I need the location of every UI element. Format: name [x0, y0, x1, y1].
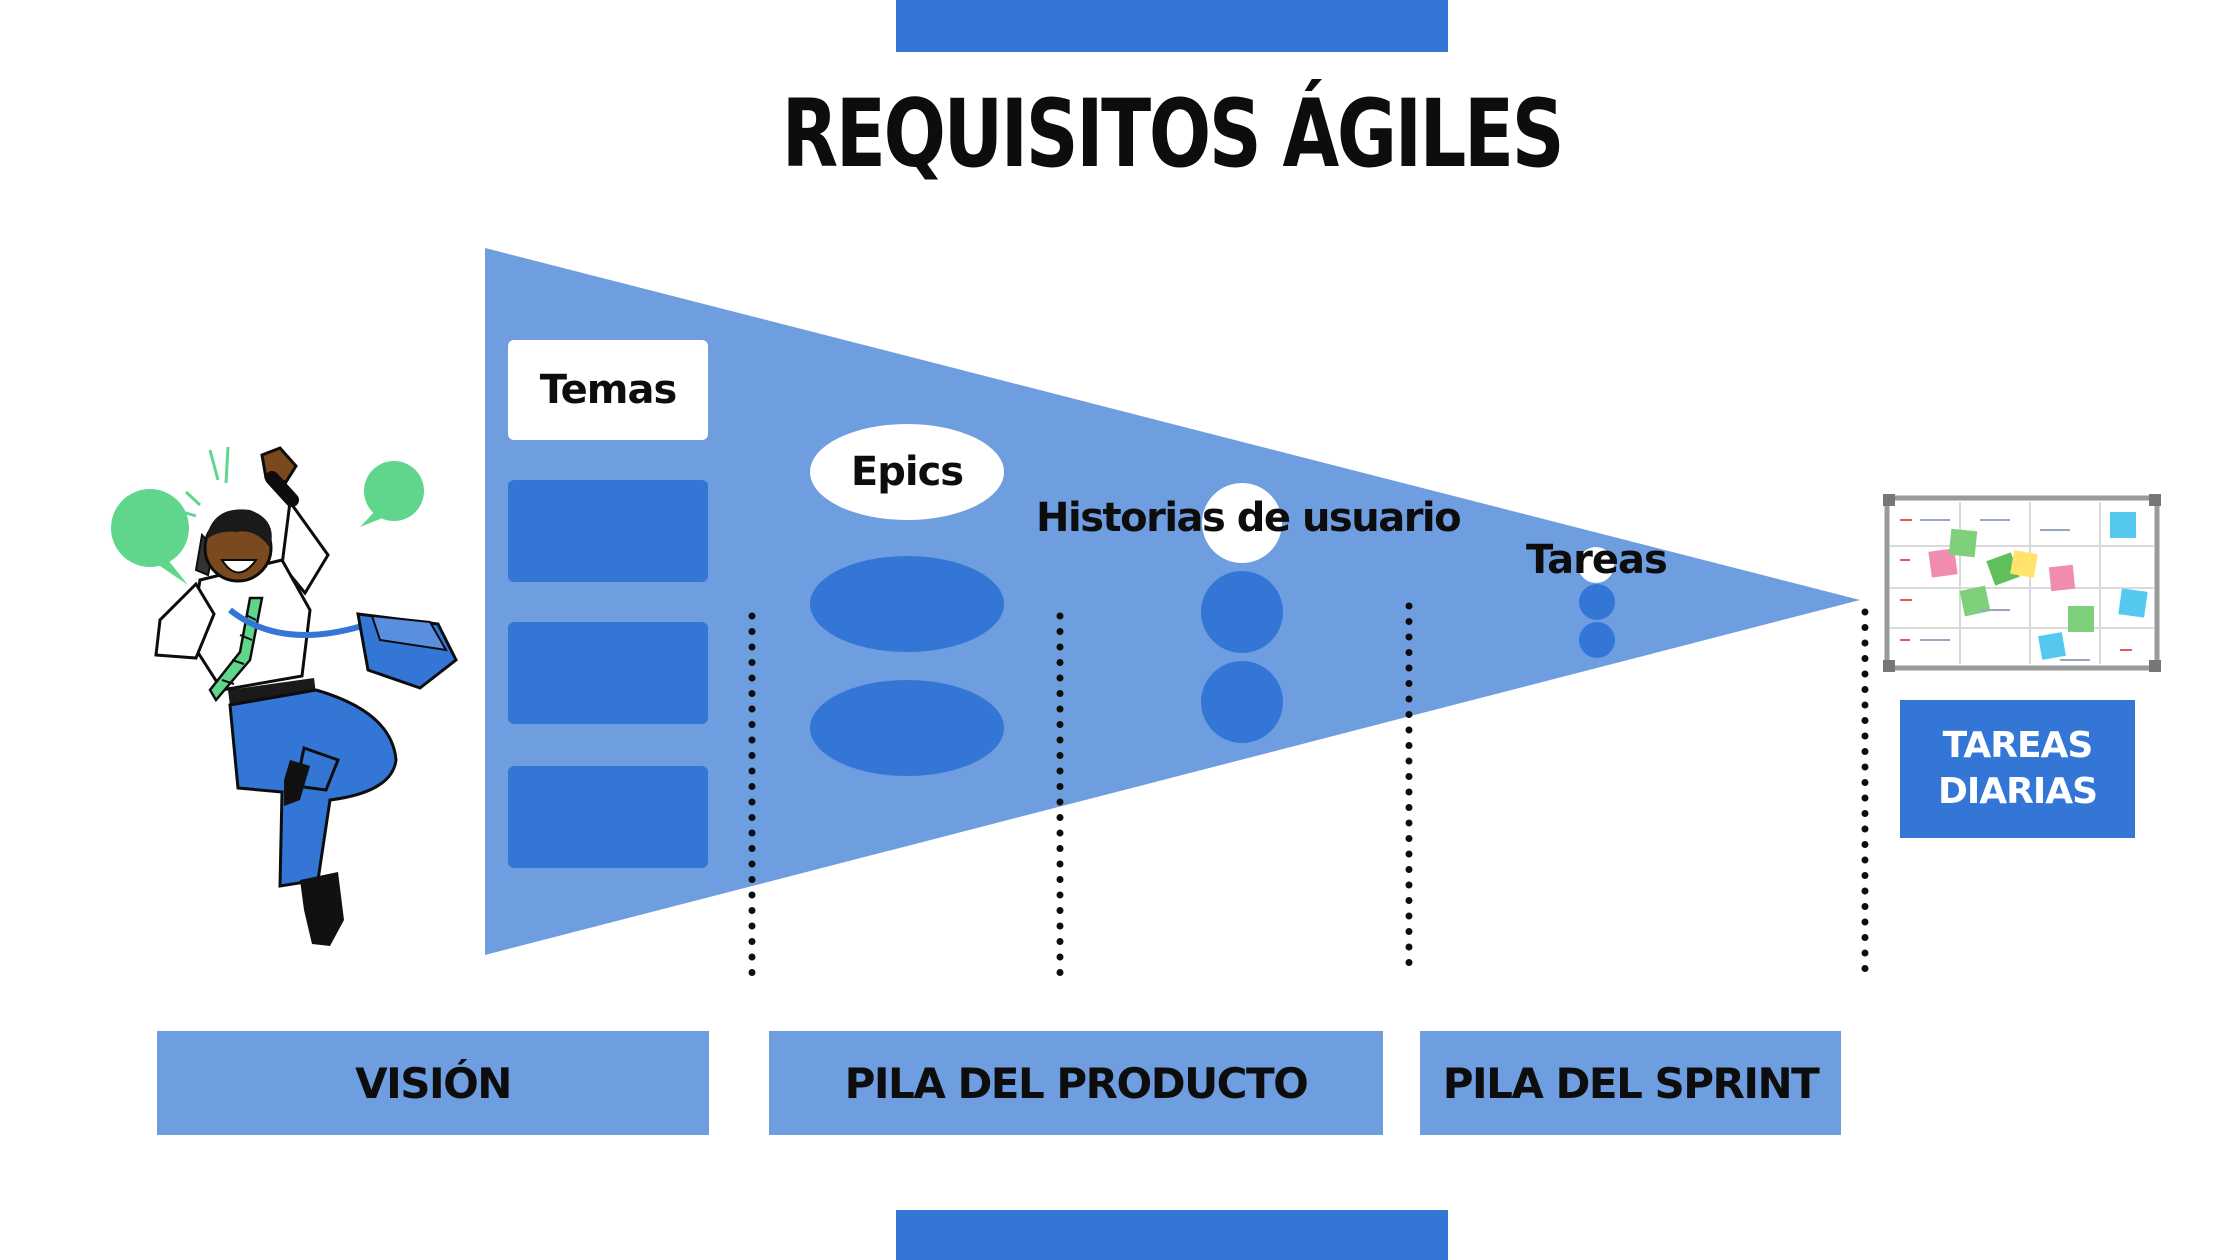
- slide-title: REQUISITOS ÁGILES: [781, 80, 1565, 189]
- daily-tasks-line2: DIARIAS: [1937, 771, 2098, 812]
- historia-item: [1201, 571, 1283, 653]
- whiteboard-illustration: [1883, 494, 2161, 672]
- historia-white-circle: [1202, 483, 1282, 563]
- bottom-accent-bar: [896, 1210, 1448, 1260]
- tarea-item: [1579, 584, 1615, 620]
- epic-item: [810, 680, 1004, 776]
- stage-vision: VISIÓN: [157, 1031, 709, 1135]
- temas-items: [508, 480, 708, 868]
- epic-item: [810, 556, 1004, 652]
- tarea-item: [1579, 622, 1615, 658]
- tema-item: [508, 766, 708, 868]
- tarea-white-circle: [1578, 547, 1614, 583]
- tema-item: [508, 480, 708, 582]
- tareas-items: [1578, 547, 1615, 658]
- stage-pila-producto: PILA DEL PRODUCTO: [769, 1031, 1383, 1135]
- jumping-man-illustration: [111, 446, 458, 946]
- requirements-funnel: [485, 248, 1860, 955]
- tareas-label: Tareas: [1526, 537, 1668, 583]
- daily-tasks-line1: TAREAS: [1942, 725, 2094, 766]
- temas-label: Temas: [508, 340, 708, 440]
- daily-tasks-box: TAREAS DIARIAS: [1900, 700, 2135, 838]
- epics-label: Epics: [810, 424, 1004, 520]
- epics-items: [810, 556, 1004, 776]
- historias-items: [1201, 483, 1283, 743]
- historias-label: Historias de usuario: [1036, 495, 1462, 541]
- stage-pila-sprint: PILA DEL SPRINT: [1420, 1031, 1841, 1135]
- top-accent-bar: [896, 0, 1448, 52]
- tema-item: [508, 622, 708, 724]
- historia-item: [1201, 661, 1283, 743]
